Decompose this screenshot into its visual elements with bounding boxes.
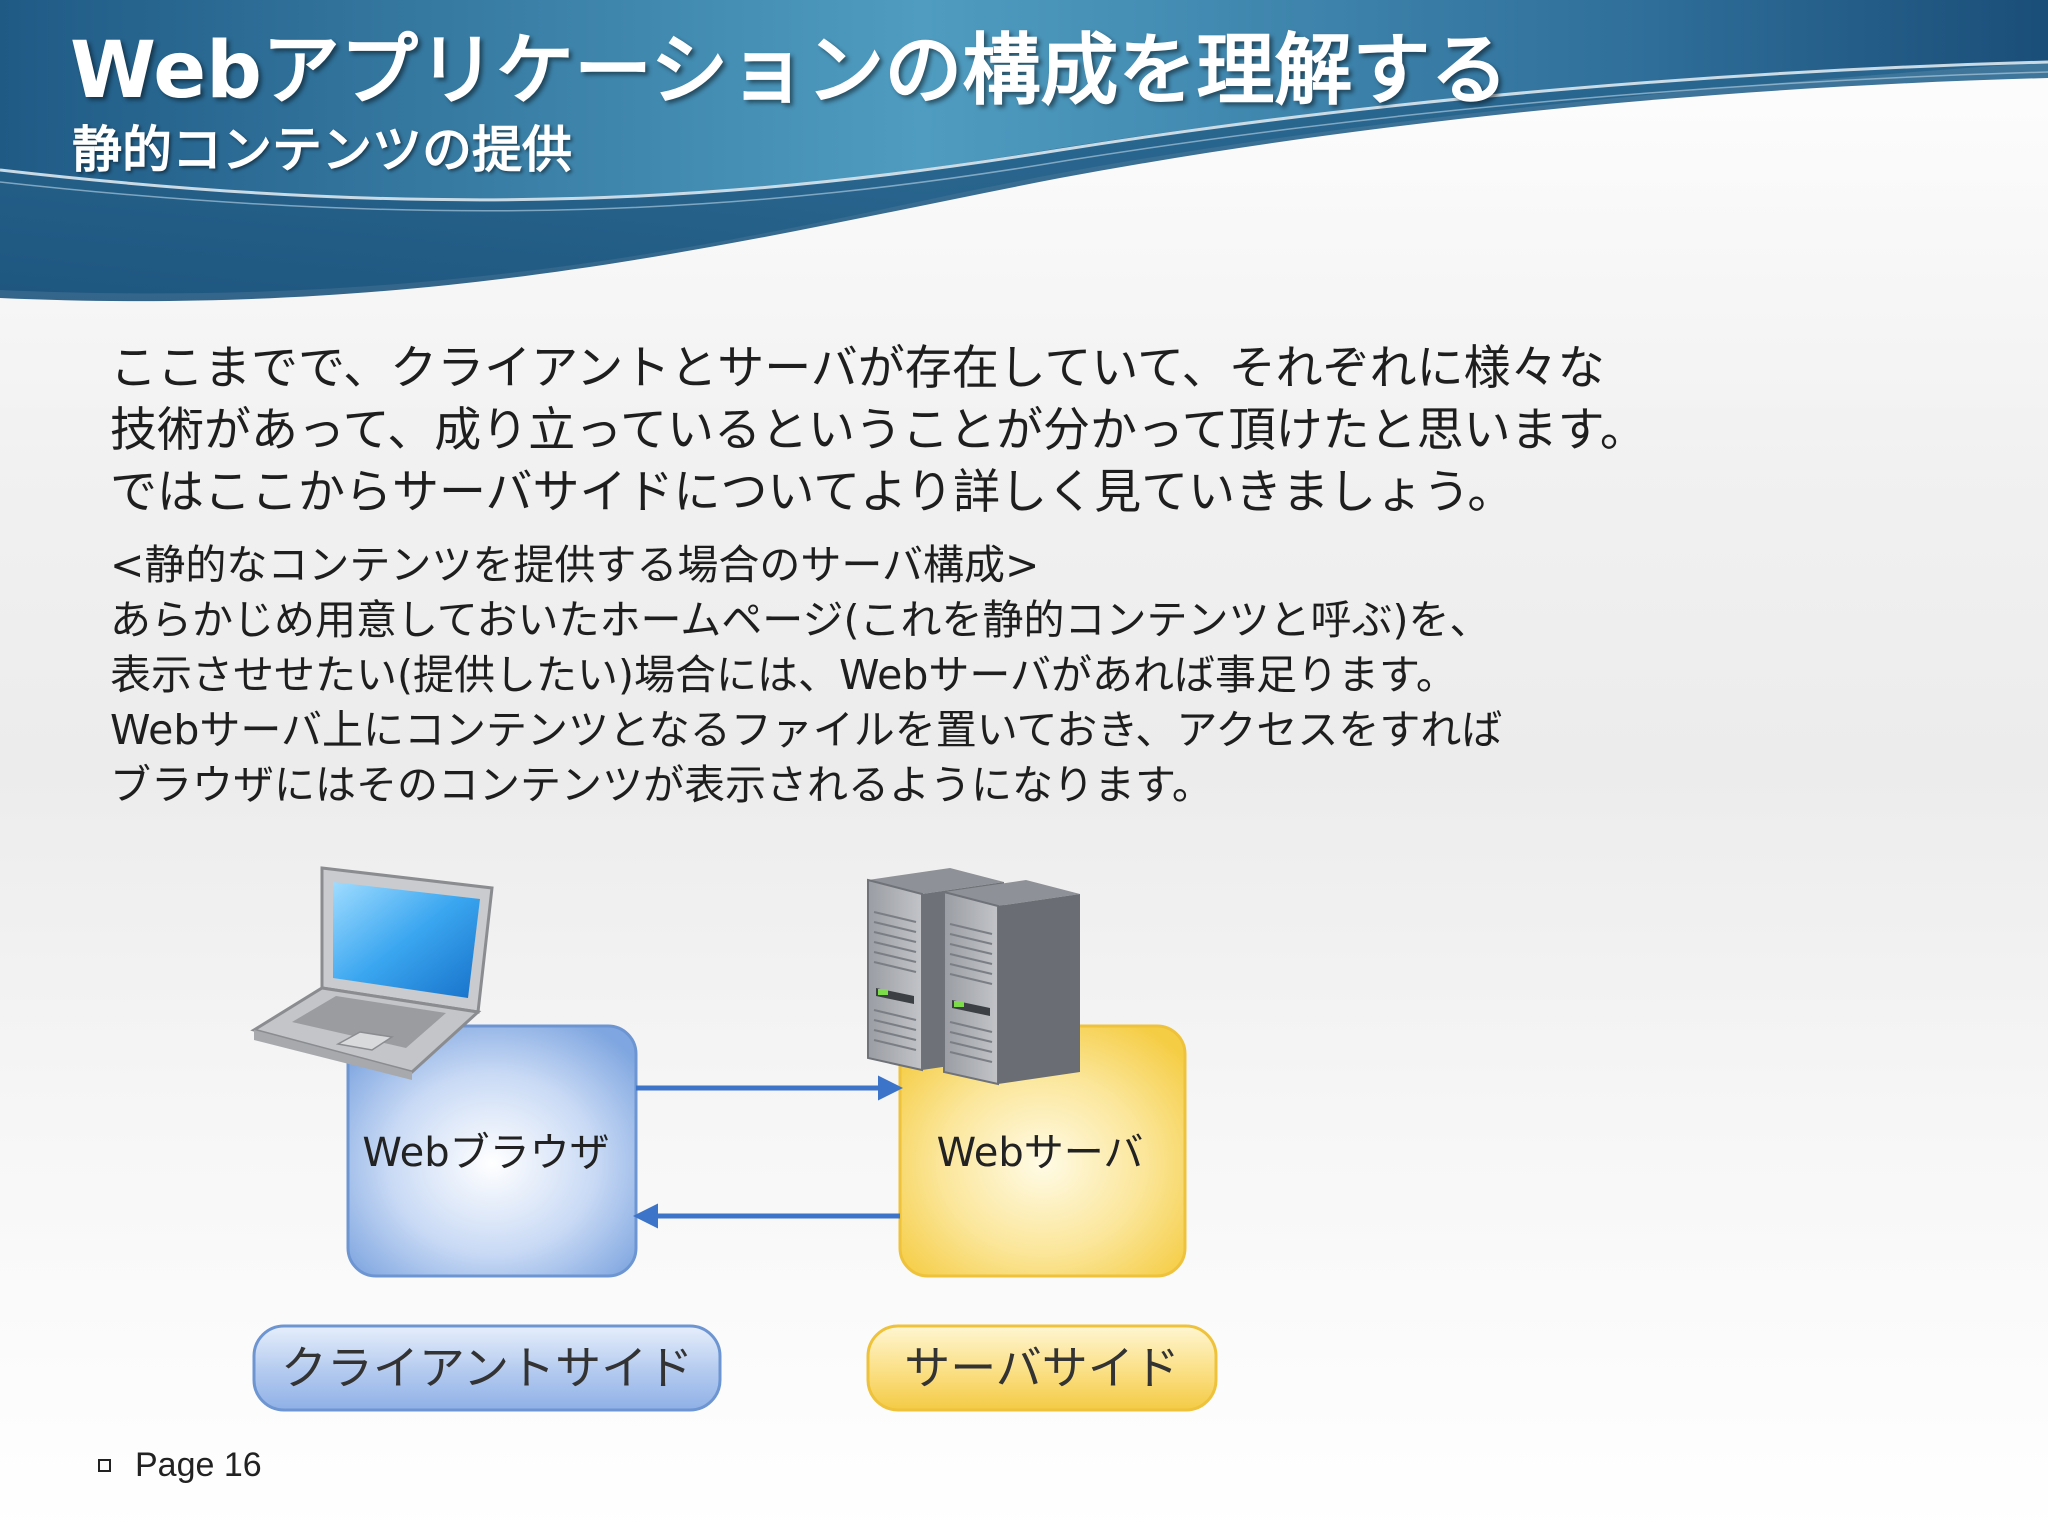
server-label: Webサーバ bbox=[937, 1130, 1144, 1176]
section-line: Webサーバ上にコンテンツとなるファイルを置いておき、アクセスをすれば bbox=[110, 706, 1503, 754]
client-side-pill bbox=[252, 1324, 722, 1412]
static-content-section: <静的なコンテンツを提供する場合のサーバ構成> あらかじめ用意しておいたホームペ… bbox=[110, 538, 1502, 813]
section-line: 表示させせたい(提供したい)場合には、Webサーバがあれば事足ります。 bbox=[110, 651, 1457, 699]
server-tower-icon bbox=[867, 868, 1080, 1086]
intro-line: 技術があって、成り立っているということが分かって頂けたと思います。 bbox=[110, 403, 1647, 458]
section-line: ブラウザにはそのコンテンツが表示されるようになります。 bbox=[110, 761, 1213, 809]
square-bullet-icon bbox=[98, 1459, 111, 1472]
slide-subtitle: 静的コンテンツの提供 bbox=[72, 121, 572, 179]
server-side-pill bbox=[866, 1324, 1218, 1412]
client-side-label: クライアントサイド bbox=[281, 1341, 693, 1395]
section-heading: <静的なコンテンツを提供する場合のサーバ構成> bbox=[110, 541, 1040, 589]
intro-line: ここまでで、クライアントとサーバが存在していて、それぞれに様々な bbox=[110, 341, 1605, 396]
intro-line: ではここからサーバサイドについてより詳しく見ていきましょう。 bbox=[110, 465, 1515, 520]
intro-paragraph: ここまでで、クライアントとサーバが存在していて、それぞれに様々な 技術があって、… bbox=[110, 338, 1647, 524]
header-banner bbox=[0, 0, 2048, 302]
browser-box bbox=[346, 1024, 638, 1278]
page-footer: Page 16 bbox=[98, 1446, 262, 1485]
browser-label: Webブラウザ bbox=[362, 1130, 609, 1176]
slide-title: Webアプリケーションの構成を理解する bbox=[70, 26, 1509, 116]
laptop-icon bbox=[250, 866, 494, 1080]
section-line: あらかじめ用意しておいたホームページ(これを静的コンテンツと呼ぶ)を、 bbox=[110, 596, 1491, 644]
server-side-label: サーバサイド bbox=[904, 1341, 1180, 1395]
page-number: Page 16 bbox=[135, 1446, 262, 1484]
